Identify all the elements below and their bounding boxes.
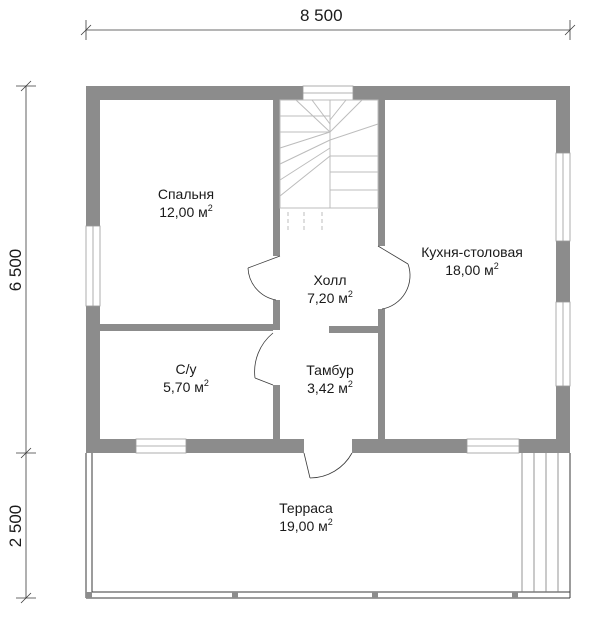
wall-hall-kitchen-lower xyxy=(378,309,385,439)
room-name: Спальня xyxy=(157,186,215,202)
room-area: 5,70 м2 xyxy=(163,378,209,396)
room-label-vestibule: Тамбур 3,42 м2 xyxy=(286,361,374,397)
room-name: Кухня-столовая xyxy=(421,244,523,260)
door-kitchen xyxy=(377,245,411,310)
wall-bedroom-hall-lower xyxy=(273,300,280,330)
room-area: 19,00 м2 xyxy=(279,517,333,535)
room-area: 7,20 м2 xyxy=(307,289,353,307)
dimension-lines xyxy=(16,20,576,604)
wall-hall-vestibule xyxy=(329,326,378,333)
room-name: Терраса xyxy=(279,500,333,516)
room-area: 18,00 м2 xyxy=(445,261,499,279)
terrace-outline xyxy=(85,453,571,599)
door-bathroom xyxy=(254,332,274,386)
room-label-bedroom: Спальня 12,00 м2 xyxy=(126,185,246,221)
room-area: 12,00 м2 xyxy=(159,203,213,221)
room-area: 3,42 м2 xyxy=(307,379,353,397)
terrace-posts xyxy=(86,592,518,598)
terrace-steps xyxy=(521,453,559,592)
house-height-dimension-label: 6 500 xyxy=(6,248,25,292)
wall-bathroom-vestibule xyxy=(273,385,280,439)
doors xyxy=(247,245,411,479)
terrace-height-dimension-label: 2 500 xyxy=(6,504,25,548)
room-label-kitchen: Кухня-столовая 18,00 м2 xyxy=(402,243,542,279)
staircase xyxy=(279,99,379,232)
wall-bedroom-hall-upper xyxy=(273,100,280,256)
door-bedroom xyxy=(247,255,281,301)
room-label-terrace: Терраса 19,00 м2 xyxy=(256,499,356,535)
door-entrance xyxy=(303,452,353,479)
wall-bedroom-bathroom xyxy=(100,324,273,331)
room-label-bathroom: С/у 5,70 м2 xyxy=(140,360,232,396)
entrance-door-opening xyxy=(304,439,352,453)
room-name: Холл xyxy=(313,272,347,288)
room-name: Тамбур xyxy=(306,362,354,378)
width-dimension-label: 8 500 xyxy=(300,6,343,25)
room-label-hall: Холл 7,20 м2 xyxy=(288,271,372,307)
interior-walls xyxy=(100,100,385,439)
room-name: С/у xyxy=(175,361,197,377)
wall-hall-kitchen-upper xyxy=(378,100,385,246)
